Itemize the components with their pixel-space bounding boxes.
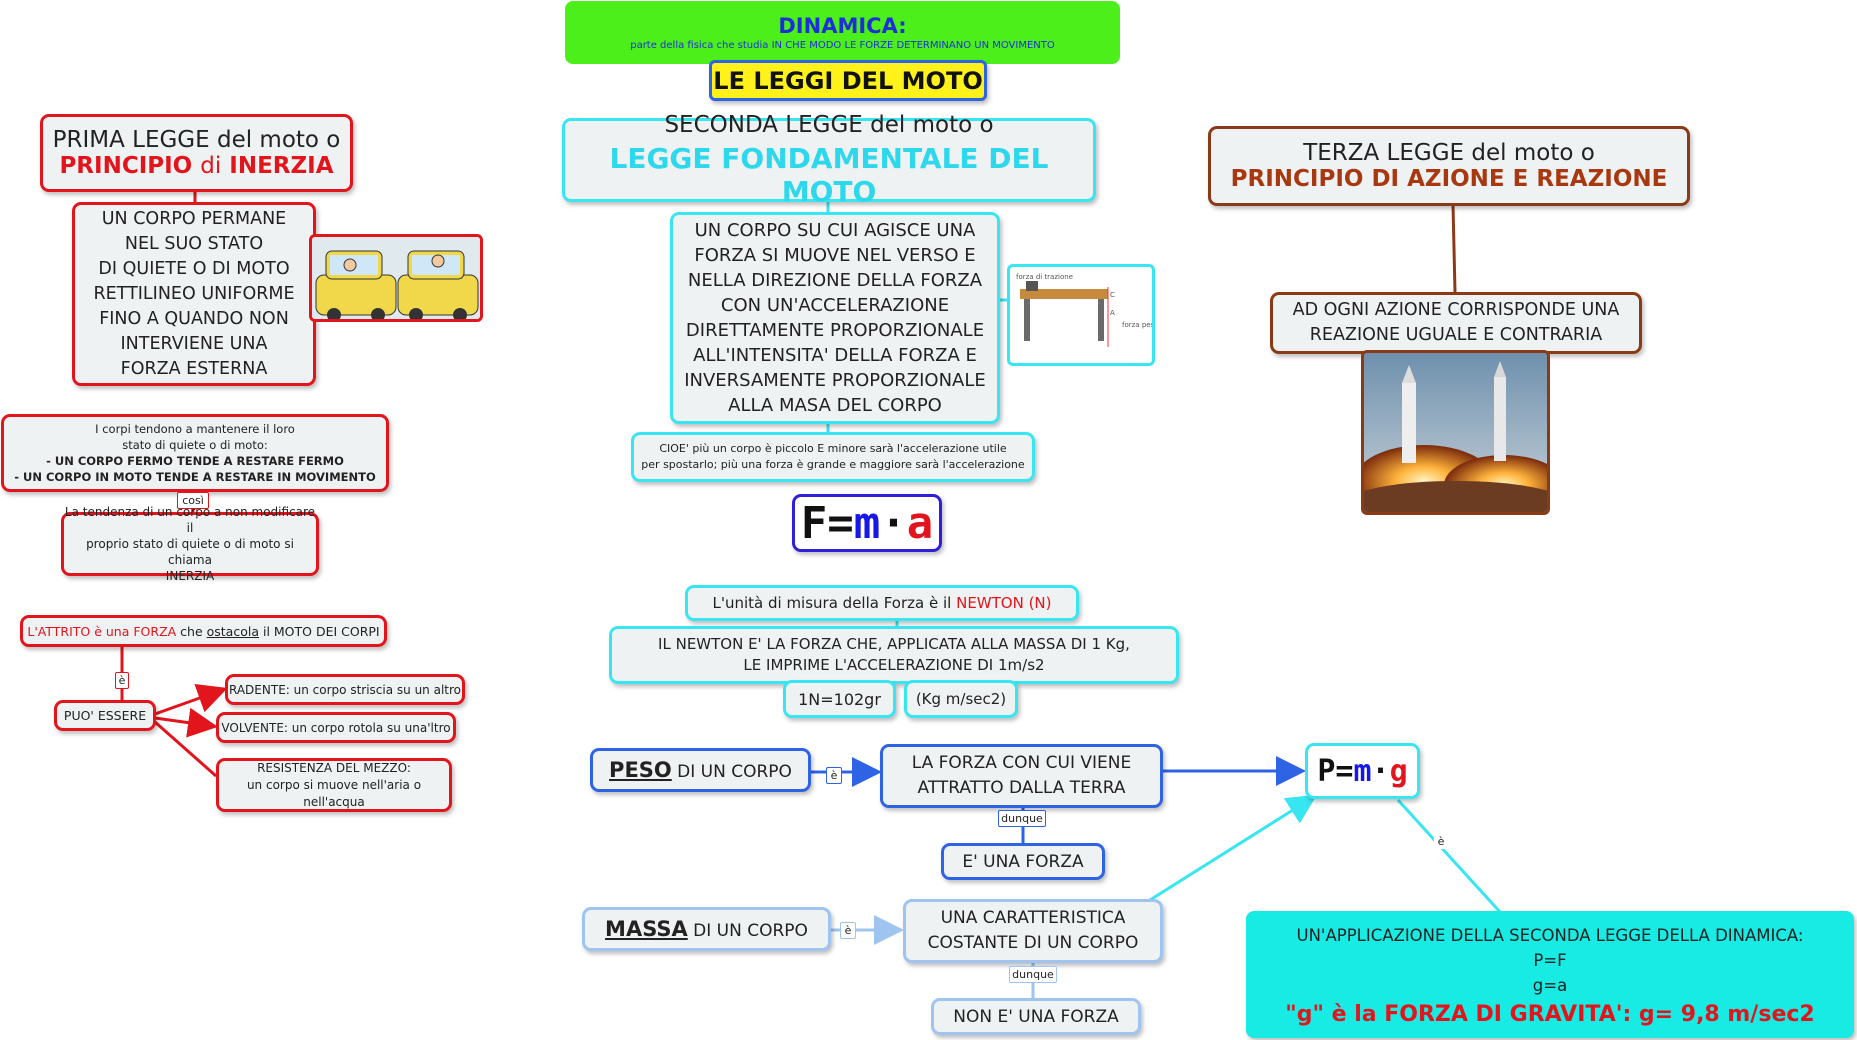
- table-force-diagram: forza di trazione C A forza peso: [1007, 264, 1155, 366]
- connector: [1451, 204, 1457, 293]
- link-dunque-mass: dunque: [1009, 966, 1057, 983]
- link-dunque-weight: dunque: [998, 810, 1046, 827]
- link-cosi: così: [177, 492, 209, 509]
- header-subtitle: parte della fisica che studia IN CHE MOD…: [630, 40, 1055, 51]
- friction-box: L'ATTRITO è una FORZA che ostacola il MO…: [20, 615, 387, 647]
- weight-box: PESO DI UN CORPO: [590, 748, 811, 792]
- car-braking-image: [309, 234, 483, 322]
- connector: [1149, 794, 1318, 902]
- svg-text:C: C: [1110, 291, 1115, 299]
- link-e-mass: è: [840, 922, 856, 939]
- second-law-note: CIOE' più un corpo è piccolo E minore sa…: [631, 432, 1035, 482]
- friction-type-rolling: VOLVENTE: un corpo rotola su una'ltro: [216, 712, 456, 743]
- formula-p-mg: P=m·g: [1305, 743, 1420, 799]
- link-e-formula: è: [1434, 834, 1448, 849]
- link-e-weight: è: [826, 767, 842, 784]
- friction-type-medium: RESISTENZA DEL MEZZO: un corpo si muove …: [216, 758, 452, 812]
- first-law-title: PRIMA LEGGE del moto o PRINCIPIO di INER…: [40, 114, 353, 192]
- inertia-definition-box: La tendenza di un corpo a non modificare…: [61, 505, 319, 583]
- second-law-statement: UN CORPO SU CUI AGISCE UNA FORZA SI MUOV…: [670, 212, 1000, 424]
- not-a-force-box: NON E' UNA FORZA: [931, 998, 1141, 1035]
- newton-grams-box: 1N=102gr: [783, 680, 896, 718]
- newton-unit-box: L'unità di misura della Forza è il NEWTO…: [685, 585, 1079, 621]
- svg-text:forza peso: forza peso: [1122, 321, 1152, 329]
- third-law-statement: AD OGNI AZIONE CORRISPONDE UNA REAZIONE …: [1270, 292, 1642, 354]
- connector: [1396, 798, 1502, 914]
- link-e-friction: è: [115, 672, 129, 689]
- section-title: LE LEGGI DEL MOTO: [709, 60, 987, 101]
- formula-f-ma: F=m·a: [792, 494, 942, 552]
- mass-constant-box: UNA CARATTERISTICA COSTANTE DI UN CORPO: [903, 899, 1163, 963]
- connector: [154, 707, 218, 738]
- header-box: DINAMICA: parte della fisica che studia …: [565, 1, 1120, 64]
- newton-definition-box: IL NEWTON E' LA FORZA CHE, APPLICATA ALL…: [609, 626, 1179, 684]
- first-law-statement: UN CORPO PERMANE NEL SUO STATO DI QUIETE…: [72, 202, 316, 386]
- connector: [154, 720, 217, 778]
- mass-box: MASSA DI UN CORPO: [582, 907, 831, 951]
- newton-units-box: (Kg m/sec2): [904, 680, 1018, 718]
- rocket-launch-image: [1361, 350, 1550, 515]
- second-law-title: SECONDA LEGGE del moto o LEGGE FONDAMENT…: [562, 112, 1096, 208]
- connector: [154, 683, 228, 716]
- traction-label: forza di trazione: [1016, 273, 1073, 281]
- inertia-tendency-box: I corpi tendono a mantenere il loro stat…: [1, 414, 389, 492]
- weight-force-attraction: LA FORZA CON CUI VIENE ATTRATTO DALLA TE…: [880, 744, 1163, 808]
- can-be-box: PUO' ESSERE: [54, 700, 156, 731]
- application-box: UN'APPLICAZIONE DELLA SECONDA LEGGE DELL…: [1246, 911, 1854, 1038]
- is-a-force-box: E' UNA FORZA: [941, 843, 1105, 880]
- svg-text:A: A: [1110, 309, 1115, 317]
- friction-type-sliding: RADENTE: un corpo striscia su un altro: [225, 674, 465, 705]
- third-law-title: TERZA LEGGE del moto o PRINCIPIO DI AZIO…: [1208, 126, 1690, 206]
- header-title: DINAMICA:: [778, 14, 907, 38]
